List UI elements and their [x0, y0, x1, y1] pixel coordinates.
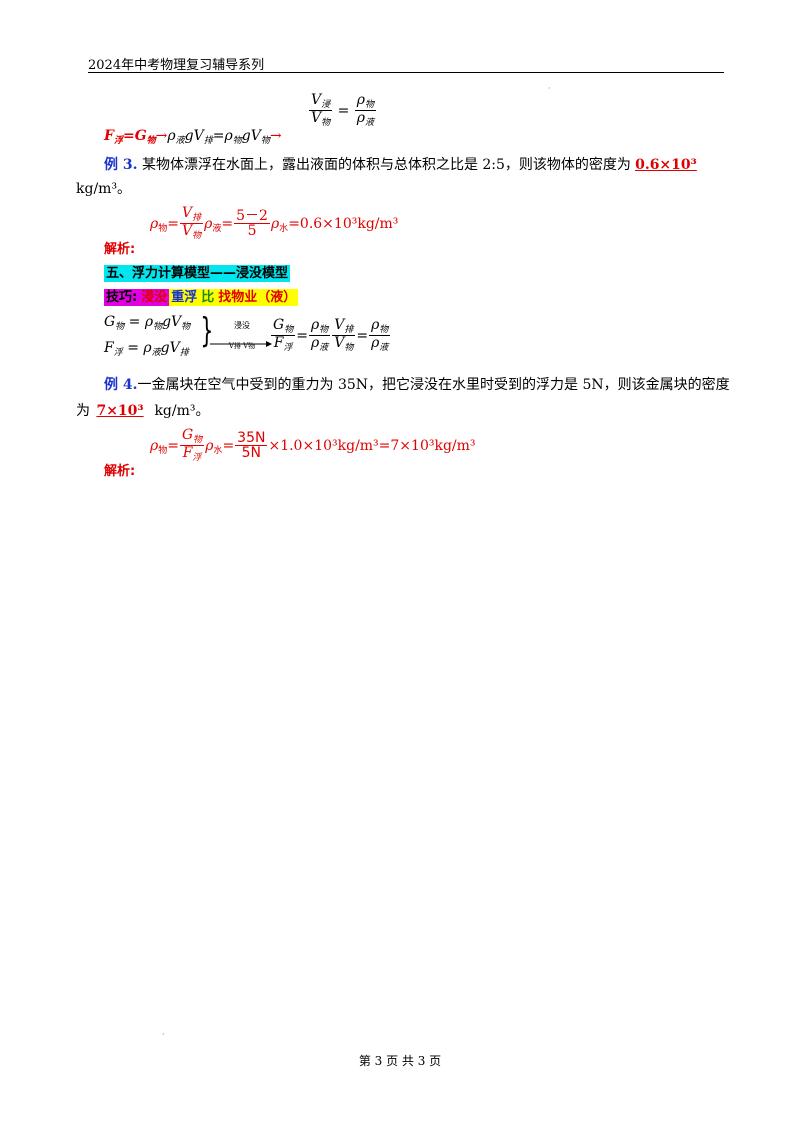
example-4-question: 例 4.一金属块在空气中受到的重力为 35N，把它浸没在水里时受到的浮力是 5N…	[104, 377, 730, 393]
decorative-dot: ·	[162, 1030, 165, 1039]
arrow-icon: →	[155, 128, 168, 144]
example-3-label: 例 3.	[104, 157, 138, 173]
header-rule	[88, 72, 724, 73]
example-3-analysis-label: 解析:	[104, 242, 136, 257]
example-3-question: 例 3. 某物体漂浮在水面上，露出液面的体积与总体积之比是 2:5，则该物体的密…	[104, 154, 701, 174]
model-fraction-top: V浸 V物 = ρ物 ρ液	[309, 92, 377, 129]
example-4-answer: 7×10³	[96, 403, 144, 419]
page-footer: 第 3 页 共 3 页	[358, 1054, 442, 1068]
page-header-title: 2024年中考物理复习辅导系列	[88, 58, 265, 73]
fraction-rho-ratio: ρ物 ρ液	[354, 92, 377, 129]
arrow-icon: →	[269, 128, 282, 144]
right-brace-icon: }	[200, 311, 214, 351]
model-chain: F浮=G物→ρ液gV排=ρ物gV物→	[104, 128, 282, 146]
example-4-label: 例 4.	[104, 377, 138, 393]
model5-row-gravity: G物 = ρ物gV物	[104, 314, 191, 332]
example-3-unit: kg/m³。	[76, 181, 132, 197]
model5-row-buoyancy: F浮 = ρ液gV排	[104, 340, 189, 358]
tip-line: 技巧:浸没重浮比找物业（液）	[104, 289, 299, 306]
arrow-top-label: 浸没	[234, 321, 250, 330]
section-5-title: 五、浮力计算模型——浸没模型	[104, 265, 291, 282]
example-4-analysis-label: 解析:	[104, 464, 136, 479]
example-3-answer: 0.6×10³	[635, 157, 697, 173]
arrow-bottom-label: V排 V物	[228, 342, 256, 350]
fraction-v-ratio: V浸 V物	[309, 92, 333, 129]
long-arrow-icon	[210, 333, 272, 352]
decorative-dot: ·	[548, 84, 551, 93]
